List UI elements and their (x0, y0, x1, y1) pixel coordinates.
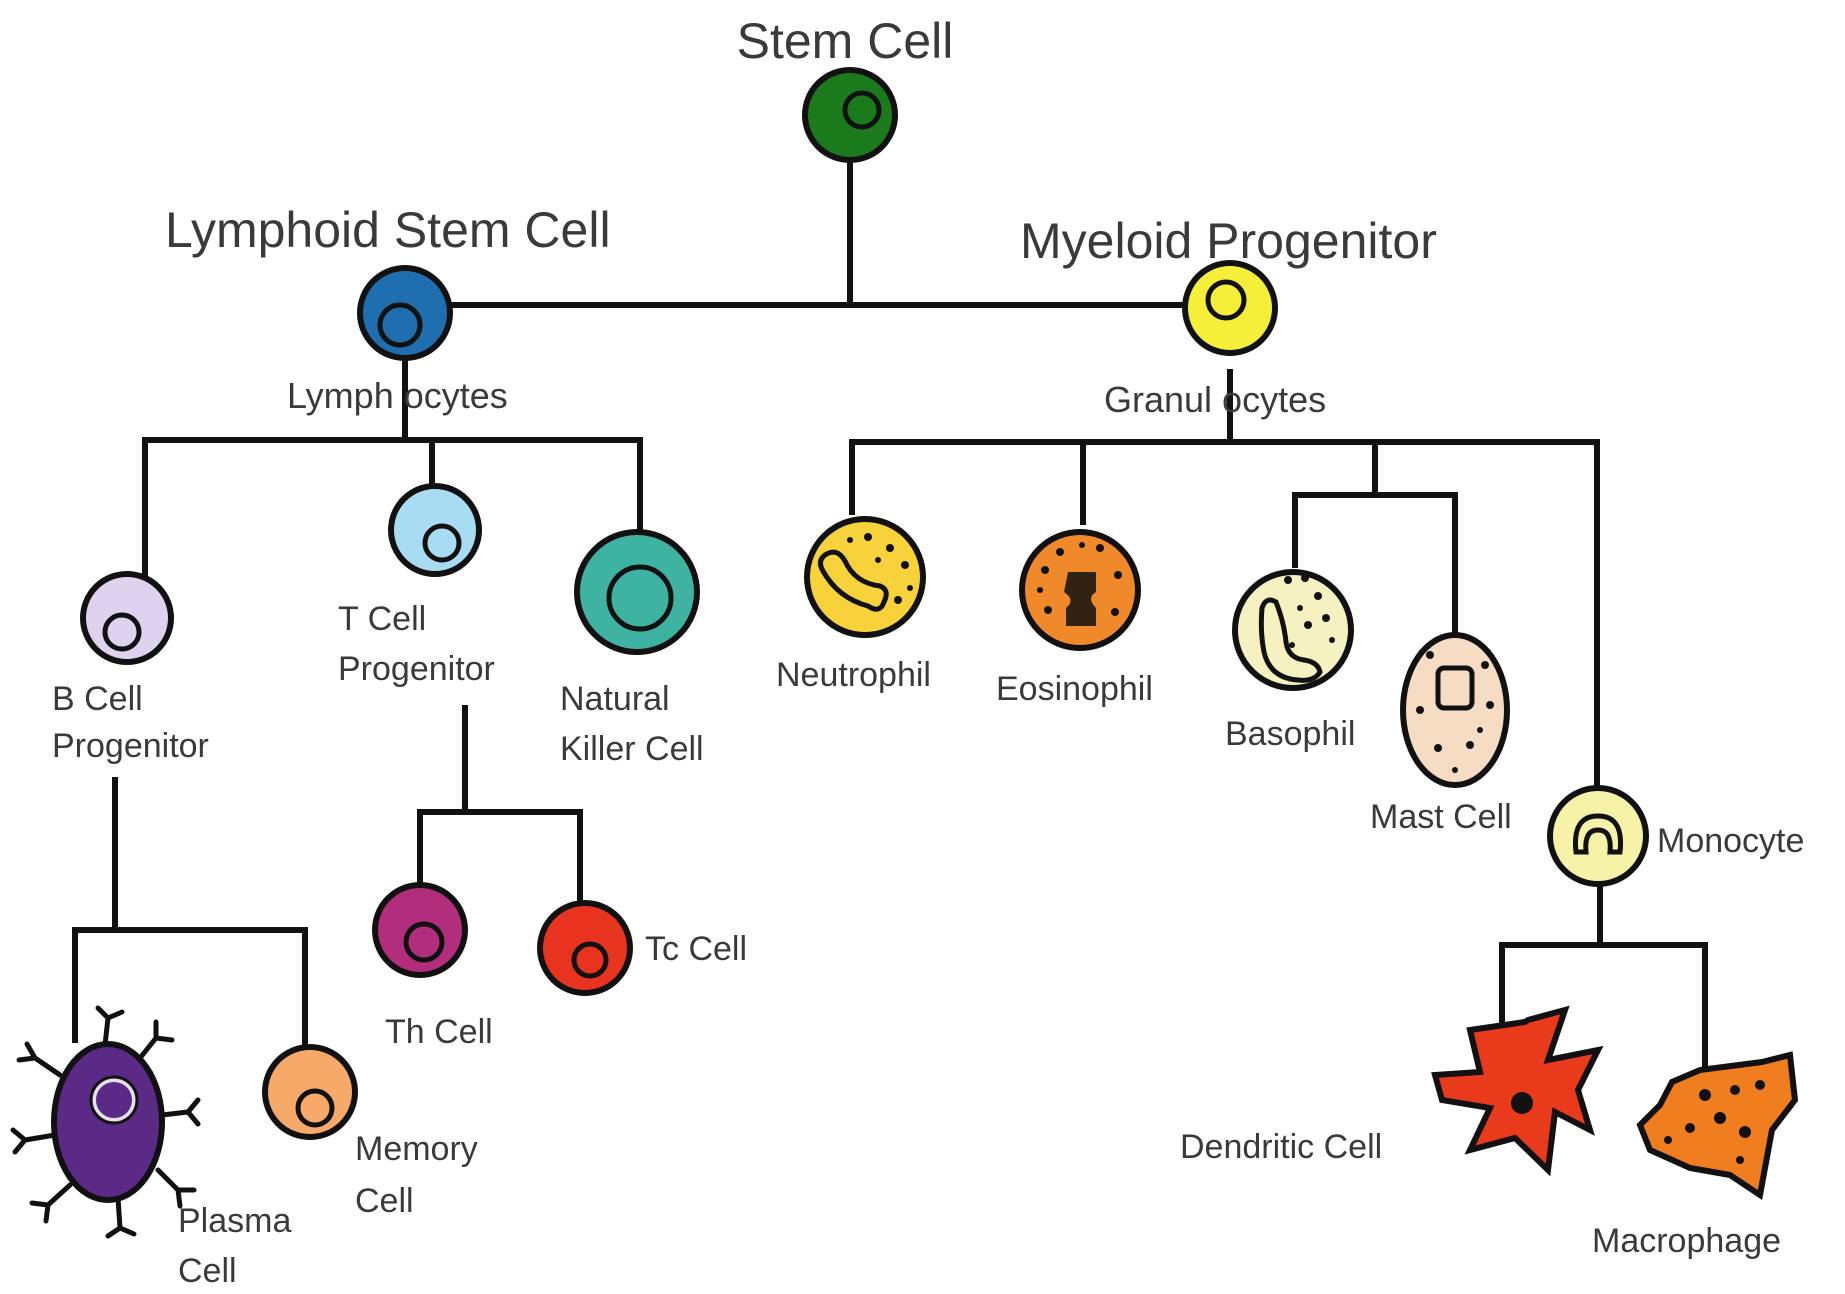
label-myeloid-progenitor: Myeloid Progenitor (1020, 213, 1437, 269)
label-b-cell-progenitor-line1: B Cell (52, 680, 143, 718)
basophil-body (1235, 572, 1351, 688)
monocyte-body (1550, 788, 1646, 884)
label-monocyte: Monocyte (1657, 822, 1804, 860)
dendritic-cell-nucleus (1511, 1092, 1533, 1114)
label-natural-killer-line1: Natural (560, 680, 670, 718)
natural-killer-cell (577, 532, 697, 652)
label-mast-cell: Mast Cell (1370, 798, 1512, 836)
monocyte (1550, 788, 1646, 884)
natural-killer-cell-body (577, 532, 697, 652)
label-granulocytes: Granul ocytes (1104, 379, 1326, 420)
lymphoid-stem-cell (360, 268, 450, 358)
label-plasma-cell-line1: Plasma (178, 1202, 291, 1240)
label-memory-cell-line2: Cell (355, 1182, 414, 1220)
label-t-cell-progenitor-line1: T Cell (338, 600, 426, 638)
tc-cell-body (540, 903, 630, 993)
tc-cell (540, 903, 630, 993)
stem-cell-body (805, 70, 895, 160)
label-natural-killer-line2: Killer Cell (560, 730, 704, 768)
label-eosinophil: Eosinophil (996, 670, 1153, 708)
label-th-cell: Th Cell (385, 1013, 493, 1051)
th-cell (375, 885, 465, 975)
basophil (1235, 572, 1351, 688)
macrophage (1640, 1055, 1795, 1195)
neutrophil (807, 519, 923, 635)
macrophage-body (1640, 1055, 1795, 1195)
stem-cell (805, 70, 895, 160)
b-cell-progenitor (83, 574, 171, 662)
label-neutrophil: Neutrophil (776, 656, 931, 694)
eosinophil (1022, 532, 1138, 648)
label-plasma-cell-line2: Cell (178, 1252, 237, 1289)
label-stem-cell: Stem Cell (737, 13, 954, 69)
label-memory-cell-line1: Memory (355, 1130, 478, 1168)
label-tc-cell: Tc Cell (645, 930, 747, 968)
dendritic-cell (1435, 1010, 1598, 1170)
label-basophil: Basophil (1225, 715, 1355, 753)
myeloid-progenitor (1185, 263, 1275, 353)
myeloid-progenitor-body (1185, 263, 1275, 353)
label-macrophage: Macrophage (1592, 1222, 1781, 1260)
label-lymphocytes: Lymph ocytes (287, 375, 508, 416)
label-t-cell-progenitor-line2: Progenitor (338, 650, 495, 688)
label-lymphoid-stem-cell: Lymphoid Stem Cell (165, 202, 611, 258)
mast-cell (1403, 635, 1507, 785)
dendritic-cell-body (1435, 1010, 1598, 1170)
plasma-cell (13, 1008, 198, 1236)
memory-cell (265, 1047, 355, 1137)
t-cell-progenitor (391, 486, 479, 574)
label-dendritic-cell: Dendritic Cell (1180, 1128, 1382, 1166)
label-b-cell-progenitor-line2: Progenitor (52, 727, 209, 765)
